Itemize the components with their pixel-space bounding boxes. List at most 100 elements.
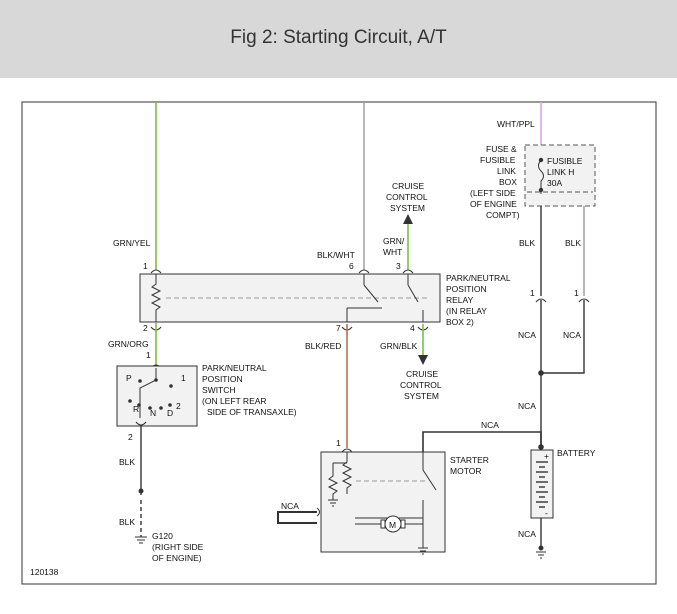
figure-title: Fig 2: Starting Circuit, A/T <box>230 27 447 48</box>
cruise-bottom-line1: CRUISE <box>406 369 438 379</box>
label-nca-mid: NCA <box>518 401 536 411</box>
label-wht-ppl: WHT/PPL <box>497 119 535 129</box>
label-blk-wht: BLK/WHT <box>317 250 355 260</box>
fusible-link-line2: LINK H <box>547 167 574 177</box>
fuse-box-label-7: COMPT) <box>486 210 520 220</box>
battery-ground-icon <box>536 551 546 559</box>
label-nca-ground: NCA <box>518 529 536 539</box>
fusible-link-icon <box>538 159 544 194</box>
label-nca-battery-starter: NCA <box>481 420 499 430</box>
splice-battery <box>538 444 544 450</box>
fuse-box-label-6: OF ENGINE <box>470 199 517 209</box>
pin-switch-2: 2 <box>128 432 133 442</box>
fuse-box-label-1: FUSE & <box>486 144 517 154</box>
connector-fuse-left <box>535 298 547 303</box>
cruise-bottom-line3: SYSTEM <box>404 391 439 401</box>
battery-label: BATTERY <box>557 448 596 458</box>
label-grn-yel: GRN/YEL <box>113 238 151 248</box>
switch-pos-n: N <box>150 408 156 418</box>
arrow-cruise-top-icon <box>403 214 413 224</box>
switch-label-3: SWITCH <box>202 385 236 395</box>
starter-coil-ground-icon <box>328 499 338 507</box>
pin-fuse-left-1: 1 <box>530 288 535 298</box>
switch-pos-p: P <box>126 373 132 383</box>
wire-nca-right <box>541 300 585 374</box>
battery-minus: - <box>545 508 548 518</box>
battery-plus: + <box>544 451 549 461</box>
ground-g120-line2: (RIGHT SIDE <box>152 542 204 552</box>
label-nca-right: NCA <box>563 330 581 340</box>
fuse-box-label-4: BOX <box>499 177 517 187</box>
switch-label-2: POSITION <box>202 374 243 384</box>
switch-pos-d: D <box>167 408 173 418</box>
battery-cells-icon <box>536 461 548 508</box>
switch-pos-r: R <box>133 404 139 414</box>
starter-label-2: MOTOR <box>450 466 481 476</box>
switch-label-5: SIDE OF TRANSAXLE) <box>207 407 297 417</box>
pin-relay-6: 6 <box>349 261 354 271</box>
pin-switch-1: 1 <box>146 350 151 360</box>
relay-label-1: PARK/NEUTRAL <box>446 273 511 283</box>
pin-relay-3: 3 <box>396 261 401 271</box>
relay-label-3: RELAY <box>446 295 474 305</box>
switch-label-4: (ON LEFT REAR <box>202 396 267 406</box>
fuse-box-label-2: FUSIBLE <box>480 155 516 165</box>
pin-relay-7: 7 <box>336 323 341 333</box>
starter-label-1: STARTER <box>450 455 489 465</box>
starter-contact-2 <box>422 469 437 491</box>
cruise-top-line2: CONTROL <box>386 192 428 202</box>
figure-id: 120138 <box>30 567 59 577</box>
fuse-box-label-3: LINK <box>497 166 516 176</box>
relay-coil-icon <box>150 274 162 322</box>
label-blk-ground: BLK <box>119 517 135 527</box>
starter-hold-coil-icon <box>327 470 339 500</box>
ground-g120-icon <box>135 536 147 544</box>
pin-relay-4: 4 <box>410 323 415 333</box>
wire-nca-battery-starter <box>422 431 542 452</box>
motor-brush-right <box>400 519 406 529</box>
fuse-box-label-5: (LEFT SIDE <box>470 188 516 198</box>
relay-label-4: (IN RELAY <box>446 306 487 316</box>
diagram-frame <box>21 101 657 585</box>
connector-starter-left <box>316 507 320 517</box>
figure-header: Fig 2: Starting Circuit, A/T <box>0 0 677 78</box>
label-blk-fuse-left: BLK <box>519 238 535 248</box>
starter-motor <box>320 451 446 553</box>
connector-relay-3 <box>402 269 414 274</box>
ground-g120-line1: G120 <box>152 531 173 541</box>
label-grn-wht-1: GRN/ <box>383 236 405 246</box>
switch-pos-1: 1 <box>181 373 186 383</box>
battery <box>530 449 554 519</box>
motor-m-label: M <box>389 520 396 530</box>
splice-ground <box>538 545 544 551</box>
connector-switch-2 <box>135 421 147 426</box>
connector-fuse-right <box>578 298 590 303</box>
fuse-box <box>524 144 596 207</box>
cruise-top-line3: SYSTEM <box>390 203 425 213</box>
label-blk-red: BLK/RED <box>305 341 341 351</box>
label-grn-org: GRN/ORG <box>108 339 149 349</box>
label-nca-starter: NCA <box>281 501 299 511</box>
connector-relay-1 <box>150 269 162 274</box>
ground-g120-line3: OF ENGINE) <box>152 553 202 563</box>
arrow-cruise-bottom-icon <box>418 355 428 365</box>
fusible-link-line1: FUSIBLE <box>547 156 583 166</box>
relay-label-2: POSITION <box>446 284 487 294</box>
label-blk-fuse-right: BLK <box>565 238 581 248</box>
connector-relay-6 <box>358 269 370 274</box>
splice-left <box>138 488 144 494</box>
fusible-link-line3: 30A <box>547 178 562 188</box>
relay-contacts-icon <box>346 274 424 322</box>
splice-right <box>538 370 544 376</box>
relay-label-5: BOX 2) <box>446 317 474 327</box>
switch-label-1: PARK/NEUTRAL <box>202 363 267 373</box>
fuse-node-top <box>538 157 544 163</box>
label-blk-switch: BLK <box>119 457 135 467</box>
label-grn-wht-2: WHT <box>383 247 402 257</box>
wire-nca-starter <box>277 511 317 524</box>
cruise-top-line1: CRUISE <box>392 181 424 191</box>
pin-fuse-right-1: 1 <box>574 288 579 298</box>
starter-ground-icon <box>418 547 428 555</box>
switch-pos-2: 2 <box>176 401 181 411</box>
